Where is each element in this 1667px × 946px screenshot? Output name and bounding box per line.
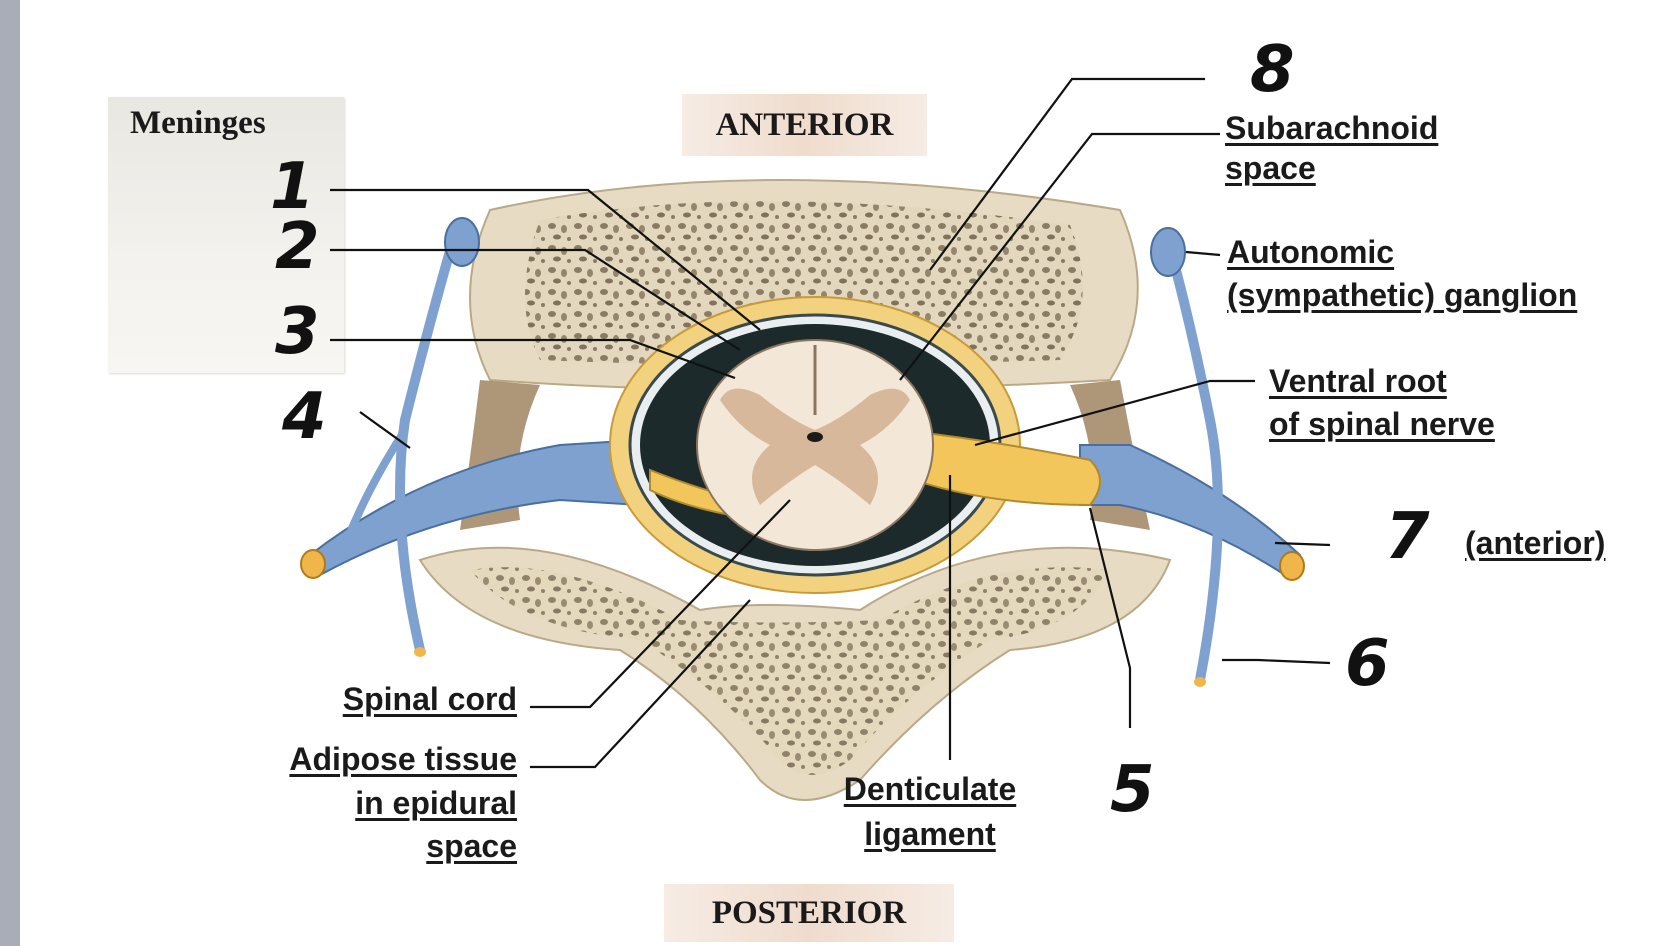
- label-ventral-root: Ventral root: [1269, 363, 1447, 399]
- label-in-epidural: in epidural: [355, 785, 517, 821]
- label-adipose-tissue: Adipose tissue: [289, 741, 517, 777]
- grey-matter: [720, 388, 910, 505]
- label-subarachnoid: Subarachnoid: [1225, 110, 1439, 146]
- marker-4: 4: [282, 380, 327, 454]
- label-space: space: [426, 828, 517, 864]
- right-sympathetic-trunk: [1163, 235, 1223, 685]
- marker-6: 6: [1345, 627, 1390, 701]
- marker-7: 7: [1385, 500, 1430, 574]
- left-ganglion: [444, 217, 480, 267]
- label-subarachnoid-space: space: [1225, 150, 1316, 186]
- label-of-spinal-nerve: of spinal nerve: [1269, 406, 1495, 442]
- left-sympathetic-trunk: [395, 225, 461, 655]
- marker-8: 8: [1250, 33, 1295, 107]
- marker-5: 5: [1110, 753, 1155, 827]
- label-denticulate: Denticulate: [843, 771, 1017, 807]
- marker-3: 3: [275, 295, 320, 369]
- vertebral-arch-spongy: [470, 567, 1110, 775]
- label-sympathetic-ganglion: (sympathetic) ganglion: [1227, 277, 1578, 313]
- posterior-label-box: POSTERIOR: [664, 884, 954, 942]
- label-spinal-cord: Spinal cord: [342, 681, 517, 717]
- marker-2: 2: [275, 210, 320, 284]
- left-sidebar-strip: [0, 0, 20, 946]
- marker-1: 1: [270, 150, 315, 224]
- leader-lines: [330, 77, 1331, 769]
- label-autonomic: Autonomic: [1227, 234, 1395, 270]
- label-anterior-paren: (anterior): [1465, 525, 1606, 561]
- right-ganglion: [1150, 227, 1186, 277]
- meninges-title: Meninges: [130, 105, 266, 141]
- label-ligament: ligament: [864, 816, 996, 852]
- anterior-label-box: ANTERIOR: [682, 94, 927, 156]
- meninges-box: Meninges: [108, 97, 344, 373]
